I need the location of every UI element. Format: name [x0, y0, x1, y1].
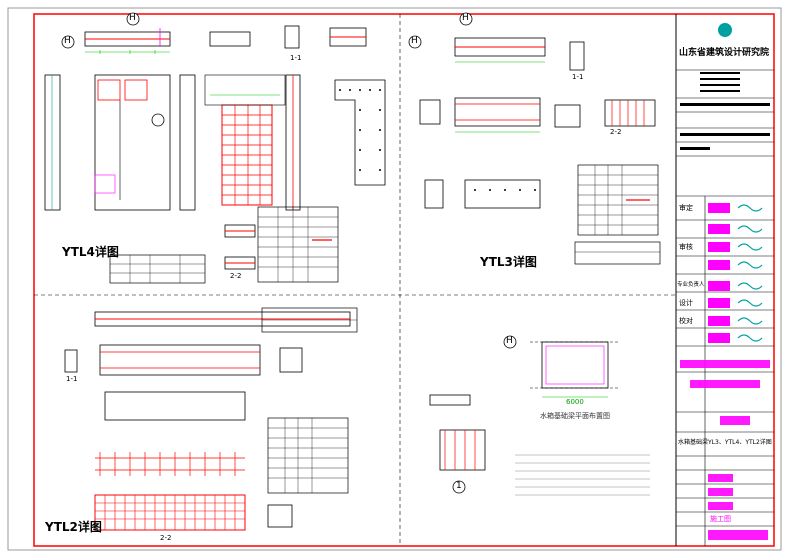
section-title-ytl3: YTL3详图 [480, 255, 537, 269]
ytl2-drawing [64, 307, 358, 531]
phase-label: 施工图 [710, 515, 731, 523]
inner-frame [33, 13, 775, 547]
tb-row-label: 专业负责人 [677, 282, 705, 288]
drawing-title: 水箱基础梁YL3、YTL4、YTL2详图 [678, 439, 772, 446]
plan-drawing [429, 341, 650, 496]
ytl4-drawing [44, 25, 386, 284]
plan-caption: 水箱基础梁平面布置图 [540, 412, 610, 420]
title-block [675, 14, 774, 546]
ytl3-drawing [419, 37, 661, 265]
section-mark: 2-2 [230, 272, 242, 280]
section-mark: 2-2 [610, 128, 622, 136]
detail-callout-label: 1 [456, 481, 462, 491]
company-logo [718, 23, 732, 37]
axis-marker-label: H [462, 13, 469, 23]
section-mark: 2-2 [160, 534, 172, 542]
section-mark: 1-1 [290, 54, 302, 62]
tb-row-label: 审定 [679, 204, 693, 212]
tb-row-label: 校对 [679, 317, 693, 325]
section-mark: 1-1 [572, 73, 584, 81]
tb-row-label: 设计 [679, 299, 693, 307]
outer-frame [7, 7, 782, 551]
axis-marker-label: H [411, 36, 418, 46]
section-title-ytl2: YTL2详图 [45, 520, 102, 534]
detail-callout-circle [452, 480, 466, 494]
company-name: 山东省建筑设计研究院 [679, 48, 770, 58]
section-title-ytl4: YTL4详图 [62, 245, 119, 259]
axis-marker-label: H [129, 13, 136, 23]
axis-marker-label: H [64, 36, 71, 46]
tb-row-label: 审核 [679, 243, 693, 251]
axis-marker-label: H [506, 336, 513, 346]
plan-dimension: 6000 [566, 398, 584, 406]
section-mark: 1-1 [66, 375, 78, 383]
axis-markers [61, 12, 517, 349]
